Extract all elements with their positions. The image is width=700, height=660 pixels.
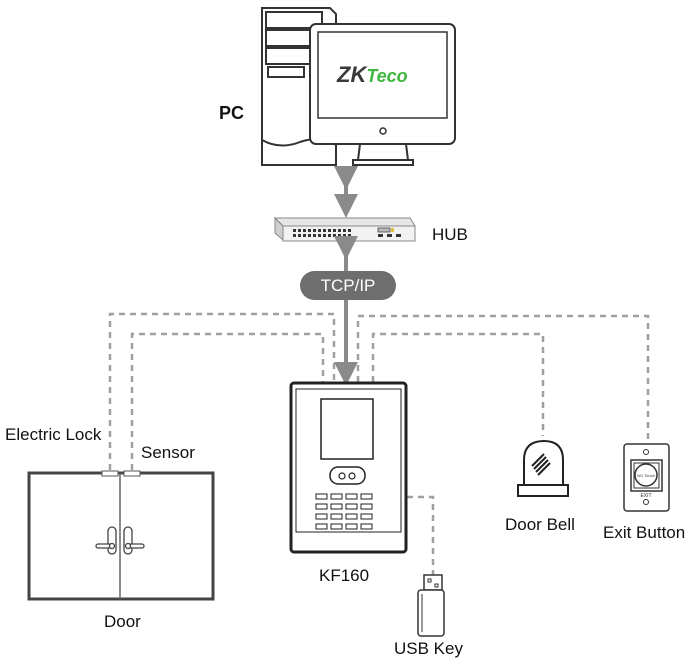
pc-monitor <box>309 23 456 166</box>
door <box>27 470 215 601</box>
hub-label: HUB <box>432 225 468 244</box>
kf160-label: KF160 <box>319 566 370 585</box>
wire-usb-key <box>407 495 435 578</box>
zkteco-logo: ZKTeco <box>336 62 408 87</box>
dashed-wires <box>108 312 650 578</box>
wire-electric-lock <box>108 312 336 470</box>
usb-key-label: USB Key <box>394 639 463 658</box>
electric-lock-label: Electric Lock <box>5 425 102 444</box>
door-bell-label: Door Bell <box>505 515 575 534</box>
kf160-device <box>289 381 408 554</box>
exit-button-face-top: NO Touch <box>637 473 655 478</box>
usb-key <box>417 574 445 637</box>
door-bell <box>517 439 569 497</box>
pc-label: PC <box>219 103 245 123</box>
hub-switch <box>273 216 416 242</box>
door-label: Door <box>104 612 141 631</box>
wire-exit-button <box>356 314 650 440</box>
exit-button-face-bottom: EXIT <box>640 493 651 499</box>
exit-button-device <box>623 443 670 512</box>
tcpip-pill: TCP/IP <box>300 271 396 300</box>
wire-sensor <box>130 332 325 470</box>
exit-button-label: Exit Button <box>603 523 686 542</box>
wire-door-bell <box>371 332 545 436</box>
sensor-label: Sensor <box>141 443 195 462</box>
